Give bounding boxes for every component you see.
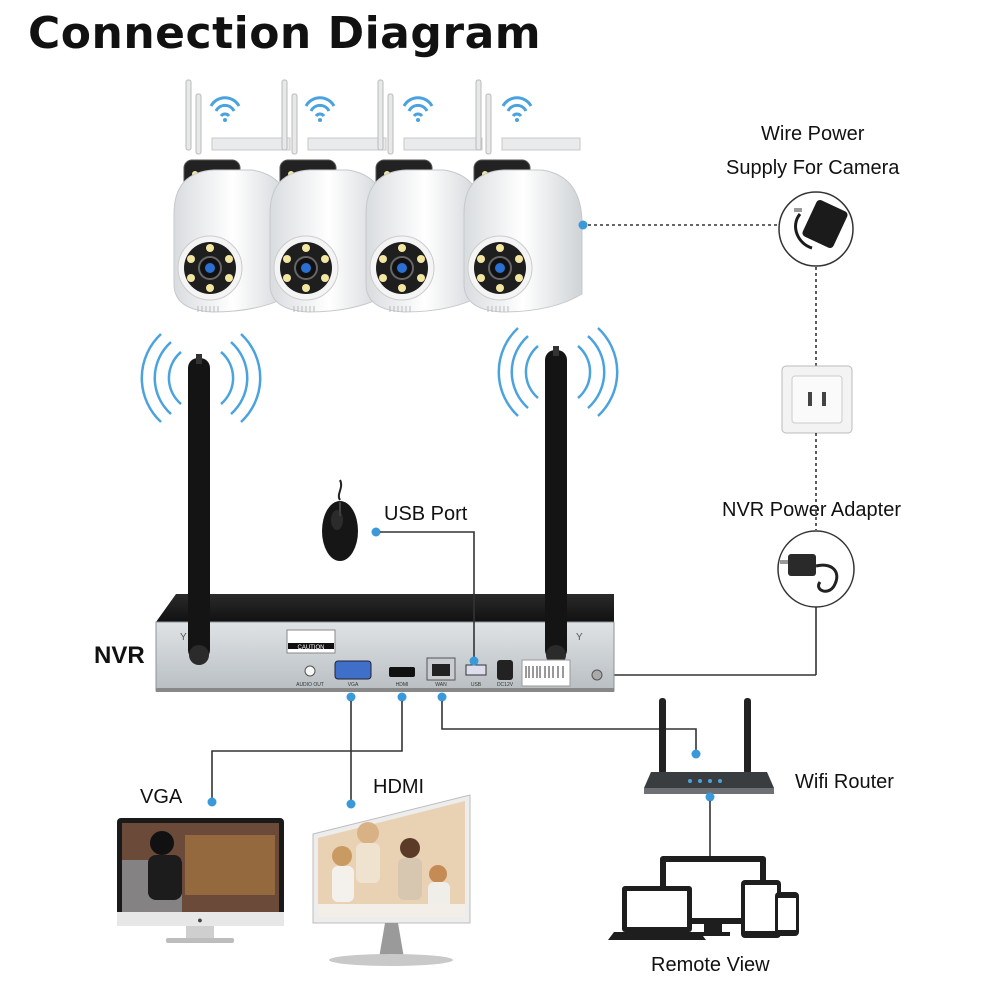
caution-label: CAUTION bbox=[298, 645, 325, 651]
hdmi-to-monitor-line bbox=[211, 701, 403, 800]
wan-port-dot bbox=[437, 692, 447, 702]
svg-text:Y: Y bbox=[180, 632, 187, 643]
router-dot bbox=[691, 749, 701, 759]
vga-monitor-icon: ● bbox=[117, 818, 284, 943]
vga-monitor-dot bbox=[207, 797, 217, 807]
wifi-router-icon bbox=[644, 698, 774, 794]
svg-text:Y: Y bbox=[576, 632, 583, 643]
camera-2-wifi-icon bbox=[304, 96, 336, 124]
camera-4-wifi-icon bbox=[501, 96, 533, 124]
router-bottom-dot bbox=[705, 792, 715, 802]
hdmi-label: HDMI bbox=[373, 776, 425, 798]
nvr-label: NVR bbox=[94, 642, 145, 669]
camera-group bbox=[173, 79, 583, 313]
wifi-router-label: Wifi Router bbox=[795, 771, 894, 793]
wall-outlet-icon bbox=[781, 365, 853, 434]
remote-view-label: Remote View bbox=[651, 954, 770, 976]
camera-power-dot bbox=[578, 220, 588, 230]
hdmi-monitor-dot bbox=[346, 799, 356, 809]
mouse-icon bbox=[322, 479, 358, 561]
vga-port-label: VGA bbox=[348, 682, 359, 688]
usb-port-panel-label: USB bbox=[471, 682, 482, 688]
supply-for-camera-label: Supply For Camera bbox=[726, 157, 900, 179]
audio-out-label: AUDIO OUT bbox=[296, 682, 324, 688]
svg-text:●: ● bbox=[197, 915, 202, 925]
wan-line bbox=[441, 701, 697, 751]
vga-port-dot bbox=[346, 692, 356, 702]
usb-line bbox=[380, 531, 475, 658]
hdmi-port-label: HDMI bbox=[396, 682, 409, 688]
hdmi-port-dot bbox=[397, 692, 407, 702]
usb-dot-mouse bbox=[371, 527, 381, 537]
camera-power-adapter-icon bbox=[778, 191, 854, 267]
nvr-device: CAUTION AUDIO OUT VGA HDMI WAN USB DC12V… bbox=[155, 346, 615, 692]
usb-port-label: USB Port bbox=[384, 503, 468, 525]
nvr-power-adapter-icon bbox=[777, 530, 855, 608]
wan-port-label: WAN bbox=[435, 682, 447, 688]
nvr-power-adapter-label: NVR Power Adapter bbox=[722, 499, 901, 521]
camera-3-wifi-icon bbox=[402, 96, 434, 124]
camera-4 bbox=[463, 79, 583, 313]
vga-label: VGA bbox=[140, 786, 183, 808]
dc-port-label: DC12V bbox=[497, 682, 514, 688]
hdmi-monitor-icon bbox=[312, 794, 471, 966]
camera-1-wifi-icon bbox=[209, 96, 241, 124]
page-title: Connection Diagram bbox=[28, 8, 542, 59]
usb-dot-nvr bbox=[469, 656, 479, 666]
wire-power-label: Wire Power bbox=[761, 123, 865, 145]
remote-devices-icon bbox=[608, 856, 799, 940]
